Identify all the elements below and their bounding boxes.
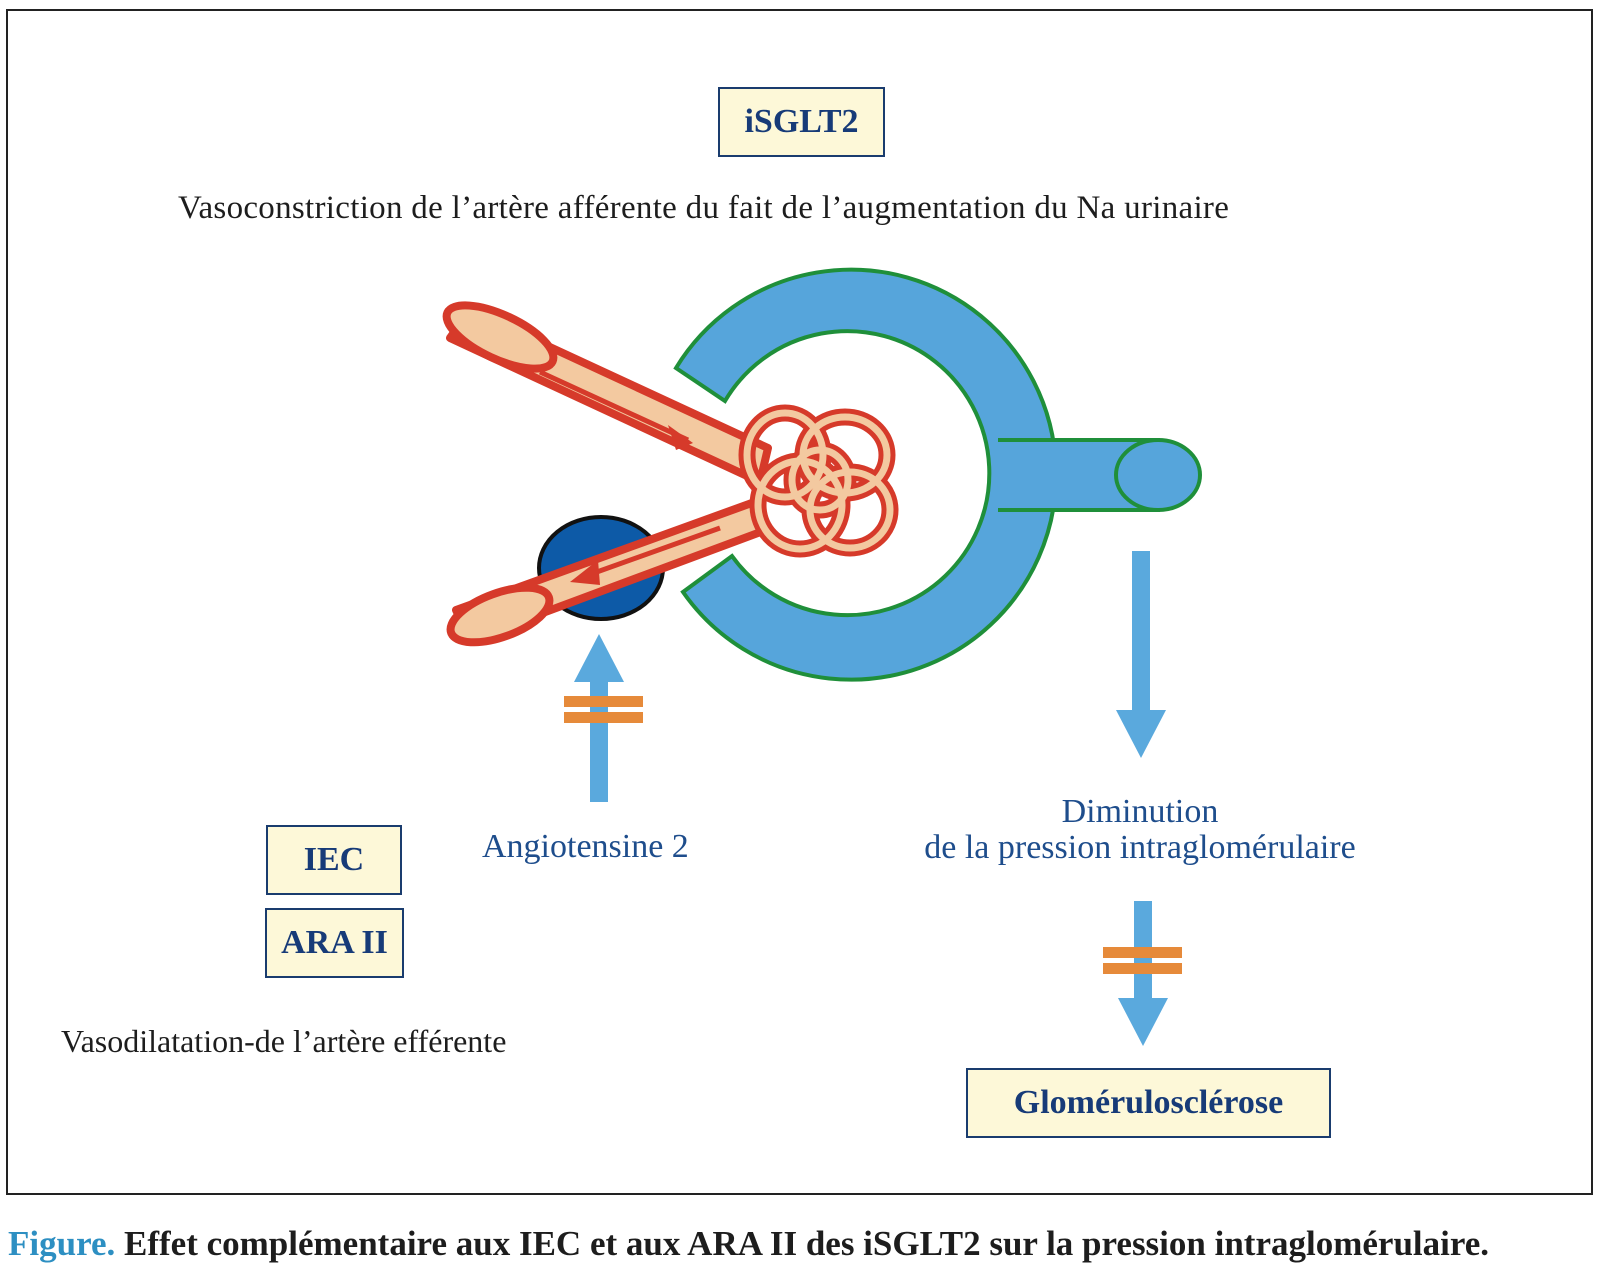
iec-label: IEC: [303, 841, 365, 878]
diminution-label: Diminution de la pression intraglomérula…: [880, 794, 1400, 866]
diminution-line2: de la pression intraglomérulaire: [924, 829, 1356, 866]
angiotensine-label: Angiotensine 2: [482, 828, 689, 865]
ara-box: ARA II: [265, 908, 404, 978]
figure-caption: Figure. Effet complémentaire aux IEC et …: [8, 1224, 1489, 1264]
iec-box: IEC: [266, 825, 402, 895]
caption-label: Figure.: [8, 1224, 116, 1263]
afferent-artery: [442, 301, 772, 486]
glomerulosclerose-box: Glomérulosclérose: [966, 1068, 1331, 1138]
diminution-line1: Diminution: [1061, 793, 1219, 830]
block-mark-sclerosis: [1103, 947, 1182, 958]
caption-text: Effet complémentaire aux IEC et aux ARA …: [124, 1224, 1490, 1263]
bowman-capsule: [673, 267, 1059, 682]
vasodilatation-label: Vasodilatation-de l’artère efférente: [61, 1023, 507, 1059]
ara-label: ARA II: [281, 924, 388, 961]
pressure-arrow: [1116, 551, 1166, 758]
proximal-tubule: [998, 438, 1202, 512]
sclerosis-arrow: [1103, 901, 1182, 1046]
glomerular-tuft: [738, 404, 899, 558]
isglt2-description: Vasoconstriction de l’artère afférente d…: [178, 190, 1230, 226]
efferent-artery: [446, 496, 770, 647]
isglt2-label: iSGLT2: [744, 103, 859, 140]
glomerulosclerose-label: Glomérulosclérose: [1013, 1084, 1284, 1121]
isglt2-box: iSGLT2: [718, 87, 885, 157]
figure-frame: [6, 9, 1593, 1195]
angiotensine-arrow: [564, 634, 643, 802]
block-mark-angiotensine: [564, 696, 643, 707]
